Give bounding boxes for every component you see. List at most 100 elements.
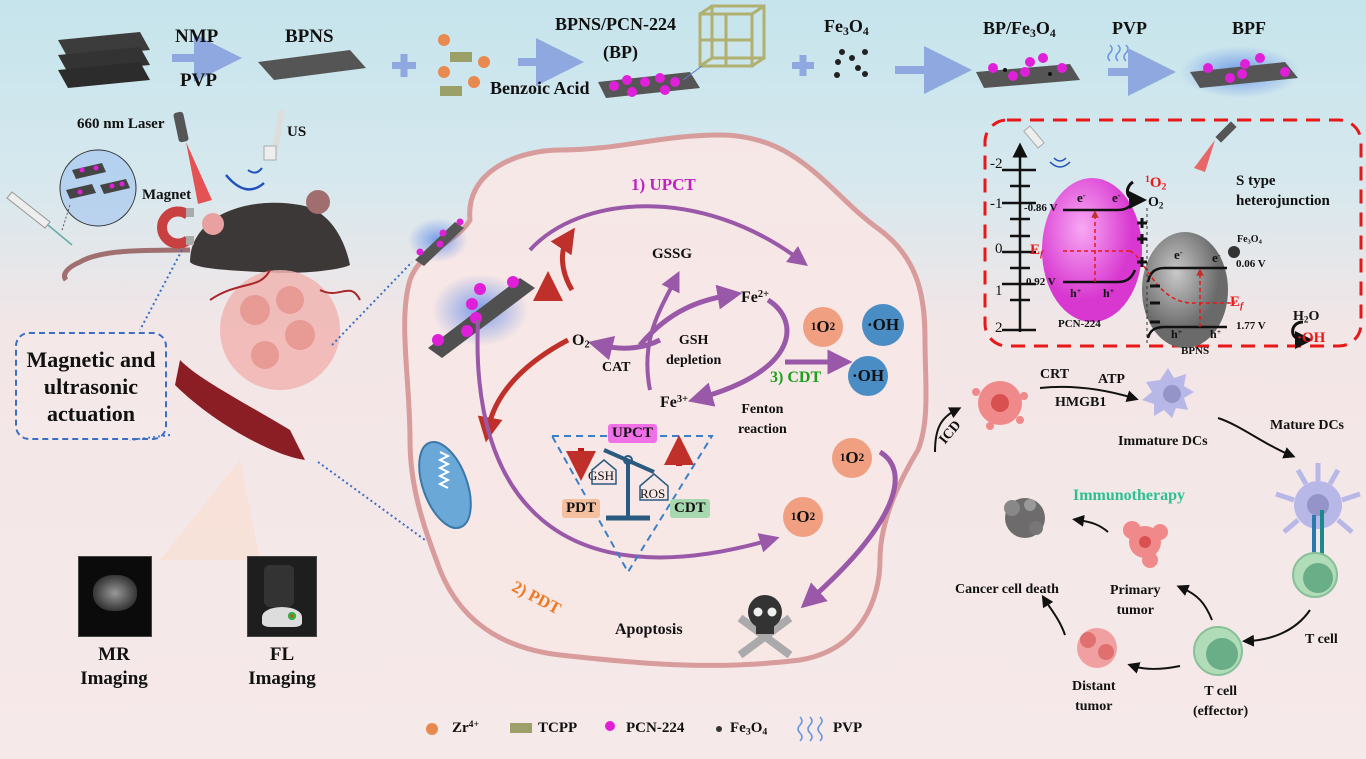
legend-pcn224-icon [605, 721, 615, 731]
immunotherapy-label: Immunotherapy [1073, 487, 1186, 504]
arrow-pdt [475, 319, 780, 560]
legend-pcn224-label: PCN-224 [626, 720, 685, 736]
arrow-to-distant [1127, 662, 1181, 674]
fe3o4-label: Fe3O4 [824, 16, 869, 38]
balance-gsh-label: GSH [588, 468, 615, 483]
ultrasound-small-icon [1023, 125, 1071, 168]
bulk-bp-stack-icon [58, 32, 150, 88]
distant-tumor-icon [1077, 628, 1117, 668]
bpns-vb-label: 1.77 V [1236, 320, 1266, 332]
immature-dc-icon [1142, 368, 1194, 418]
gssg-label: GSSG [652, 246, 693, 262]
o2-conversion-arrow [1125, 180, 1147, 209]
arrow-to-death [1072, 514, 1109, 533]
ultrasound-probe-icon [225, 109, 285, 191]
bpns-band-oval [1142, 232, 1228, 348]
apoptosis-label: Apoptosis [615, 621, 683, 638]
fe3o4-particles-icon [834, 49, 868, 78]
bpf-particles-icon [66, 163, 130, 199]
actuation-line1: Magnetic and [26, 346, 156, 372]
laser-icon [173, 111, 212, 204]
ef-label-bpns: Ef [1230, 294, 1244, 312]
hole-label: h+ [1103, 286, 1115, 300]
zoom-line [331, 261, 413, 346]
bpf-label: BPF [1232, 18, 1266, 38]
pcn224-label: PCN-224 [1058, 318, 1101, 330]
fe2-label: Fe2+ [741, 289, 769, 307]
pvp-step-label: PVP [1112, 18, 1147, 38]
hydroxyl-radical-badge: ·OH [848, 356, 888, 396]
electron-label: e- [1174, 247, 1183, 263]
arrow-to-fe3 [687, 297, 790, 407]
fe3o4-dot-icon [1228, 246, 1240, 258]
hydroxyl-radical-badge: ·OH [862, 304, 904, 346]
bpns-band-label: BPNS [1181, 345, 1210, 357]
actuation-box: Magnetic and ultrasonic actuation [15, 332, 167, 440]
bpf-particle-internal-icon [428, 274, 535, 358]
balance-pdt-tag: PDT [562, 499, 600, 518]
o2-label: O2 [572, 332, 590, 351]
legend-pvp-label: PVP [833, 720, 863, 736]
bp-fe3o4-sheet-icon [976, 53, 1080, 88]
bpns-cb-label: 0.06 V [1236, 258, 1266, 270]
t-cell-icon [1292, 552, 1338, 598]
balance-cdt-tag: CDT [670, 499, 710, 518]
axis-tick-label: -1 [990, 196, 1003, 212]
balance-upct-tag: UPCT [608, 424, 657, 443]
effector-t-cell-icon [1193, 626, 1243, 676]
arrow-to-apoptosis [800, 449, 898, 609]
balance-ros-label: ROS [640, 486, 666, 501]
legend-fe3o4-label: Fe3O4 [730, 720, 768, 738]
axis-tick-label: 2 [995, 320, 1003, 336]
crt-label: CRT [1040, 367, 1070, 382]
cancer-cell-death-icon [1004, 498, 1045, 538]
legend-fe3o4-icon [716, 726, 722, 732]
mr-image [78, 556, 152, 637]
plus-icon [792, 55, 814, 76]
fe3-label: Fe3+ [660, 394, 688, 412]
t-cell-label: T cell [1305, 632, 1338, 647]
zoom-line [682, 65, 703, 81]
fl-image [247, 556, 317, 637]
arrow-icd [934, 407, 962, 453]
energy-axis [1002, 142, 1036, 332]
charge-markers [1137, 218, 1160, 324]
laser-small-icon [1194, 121, 1237, 172]
axis-tick-label: -2 [990, 156, 1003, 172]
arrow-to-fe2 [638, 284, 743, 347]
legend-tcpp-label: TCPP [538, 720, 578, 736]
cdt-label: 3) CDT [770, 369, 822, 386]
us-label: US [287, 124, 307, 140]
bpns-label: BPNS [285, 26, 334, 47]
legend-tcpp-icon [510, 723, 532, 733]
arrow-maturation [1217, 417, 1296, 459]
primary-tumor-icon [1123, 521, 1168, 568]
pcn224-framework-icon [698, 4, 766, 68]
heterojunction-frame [983, 118, 1363, 348]
o2-label: O2 [1148, 195, 1164, 211]
axis-tick-label: 0 [995, 241, 1003, 257]
immature-dcs-label: Immature DCs [1118, 434, 1208, 449]
pcn224-band-oval [1042, 178, 1142, 322]
h2o-conversion-arrow [1291, 320, 1313, 349]
hole-label: h+ [1070, 286, 1082, 300]
mitochondria-icon [418, 441, 472, 529]
zoom-line [317, 461, 426, 541]
zoom-line [61, 204, 71, 231]
upct-label: 1) UPCT [631, 175, 696, 194]
pvp-label: PVP [180, 70, 217, 91]
arrow-distant-to-death [1041, 594, 1066, 636]
plus-icon [392, 54, 416, 77]
skull-crossbones-icon [737, 595, 793, 659]
singlet-oxygen-label: 1O2 [1145, 174, 1167, 193]
arrow-o2-up [550, 227, 575, 292]
oh-radical-label: ·OH [1297, 330, 1326, 346]
hole-label: h+ [1171, 327, 1183, 341]
magnet-label: Magnet [142, 187, 192, 203]
